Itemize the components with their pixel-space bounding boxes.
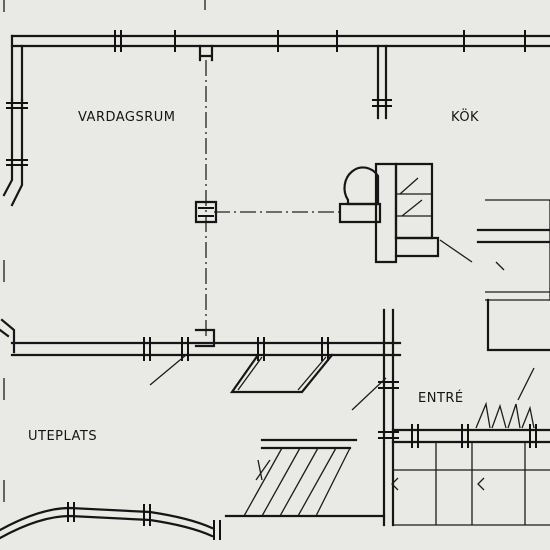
room-label-uteplats: UTEPLATS (28, 429, 97, 444)
closets (391, 442, 550, 526)
kitchen-counter (476, 199, 550, 352)
kitchen-fixtures (338, 162, 473, 264)
living-room-south-wall (10, 337, 402, 386)
room-divisions (194, 60, 340, 348)
entrance-walls (351, 308, 550, 527)
coat-rack (475, 401, 535, 429)
room-label-kok: KÖK (451, 108, 479, 125)
room-label-vardagsrum: VARDAGSRUM (78, 110, 176, 125)
room-label-entre: ENTRÉ (418, 390, 464, 406)
front-step (229, 353, 334, 394)
left-exterior-wall (0, 34, 28, 502)
kitchen-wall-stub (198, 44, 392, 120)
top-exterior-wall (3, 0, 550, 52)
patio-edge (0, 502, 214, 540)
exterior-stairs (213, 438, 386, 540)
